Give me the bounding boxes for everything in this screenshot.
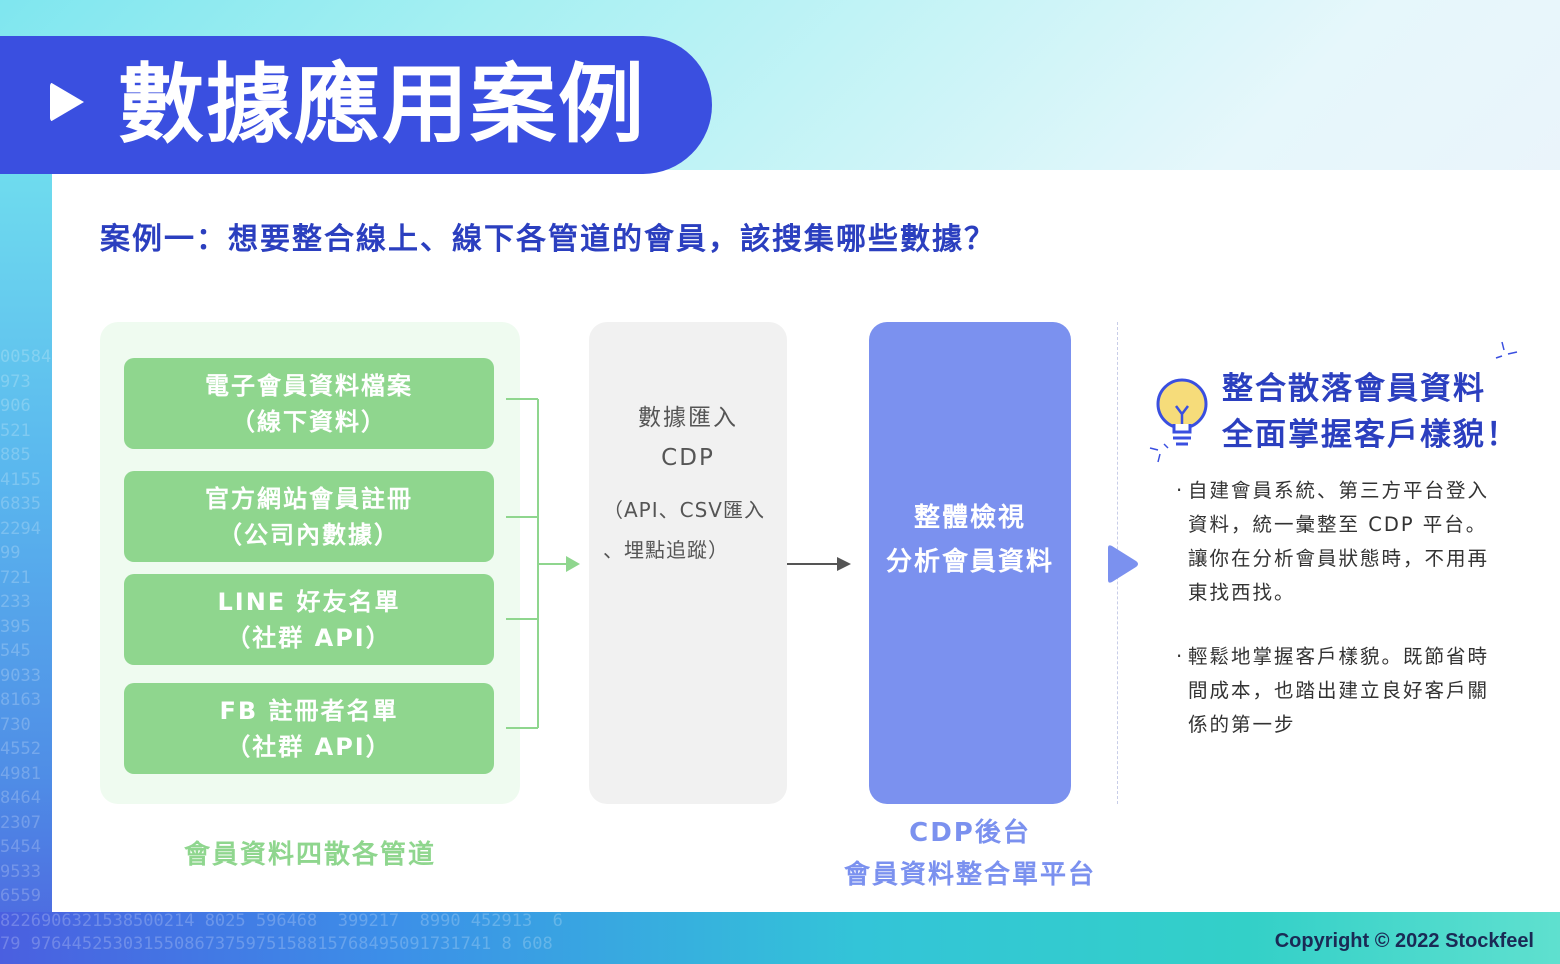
source-box-fb: FB 註冊者名單 （社群 API） bbox=[124, 683, 494, 774]
arrow-right-icon bbox=[837, 557, 851, 571]
source-subtitle: （線下資料） bbox=[231, 407, 387, 436]
bullet-dot: ‧ bbox=[1176, 645, 1185, 668]
import-subtitle-line1: （API、CSV匯入 bbox=[603, 498, 765, 522]
source-title: FB 註冊者名單 bbox=[219, 696, 399, 725]
source-box-offline-file: 電子會員資料檔案 （線下資料） bbox=[124, 358, 494, 449]
import-title-line1: 數據匯入 bbox=[638, 405, 738, 431]
bullet-text: 東找西找。 bbox=[1188, 581, 1296, 604]
play-triangle-icon bbox=[50, 82, 84, 122]
benefit-bullet-1: ‧ 自建會員系統、第三方平台登入 資料，統一彙整至 CDP 平台。 讓你在分析會… bbox=[1176, 474, 1489, 610]
cdp-box-text: 整體檢視 分析會員資料 bbox=[869, 496, 1071, 584]
source-subtitle: （公司內數據） bbox=[218, 520, 400, 549]
benefit-heading-line1: 整合散落會員資料 bbox=[1222, 371, 1486, 407]
left-gradient-band bbox=[0, 170, 52, 930]
background-digits-bottom: 8226906321538500214 8025 596468 399217 8… bbox=[0, 911, 563, 954]
source-box-line: LINE 好友名單 （社群 API） bbox=[124, 574, 494, 665]
bullet-text: 讓你在分析會員狀態時，不用再 bbox=[1188, 547, 1490, 570]
benefit-heading: 整合散落會員資料 全面掌握客戶樣貌！ bbox=[1222, 366, 1519, 458]
benefit-heading-line2: 全面掌握客戶樣貌！ bbox=[1222, 417, 1519, 453]
bullet-dot: ‧ bbox=[1176, 479, 1185, 502]
background-digits-left: 00584 973 906 521 885 4155 6835 2294 99 … bbox=[0, 347, 52, 906]
bullet-text: 係的第一步 bbox=[1188, 713, 1296, 736]
cdp-caption: CDP後台 會員資料整合單平台 bbox=[820, 812, 1120, 896]
bottom-gradient-band bbox=[0, 912, 1560, 964]
source-title: 官方網站會員註冊 bbox=[205, 484, 413, 513]
case-question: 案例一：想要整合線上、線下各管道的會員，該搜集哪些數據？ bbox=[100, 222, 996, 257]
page-title: 數據應用案例 bbox=[118, 55, 646, 155]
lightbulb-icon bbox=[1156, 378, 1208, 446]
bullet-text: 自建會員系統、第三方平台登入 bbox=[1188, 479, 1490, 502]
triangle-arrow-icon bbox=[1108, 545, 1138, 583]
arrow-right-icon bbox=[566, 556, 580, 572]
bullet-text: 間成本，也踏出建立良好客戶關 bbox=[1188, 679, 1490, 702]
cdp-caption-line2: 會員資料整合單平台 bbox=[843, 860, 1096, 890]
import-subtitle-line2: 、埋點追蹤） bbox=[603, 538, 729, 562]
sparkle-icon bbox=[1495, 341, 1518, 359]
import-to-cdp-arrow bbox=[787, 557, 851, 571]
bullet-text: 資料，統一彙整至 CDP 平台。 bbox=[1188, 513, 1488, 536]
cdp-caption-line1: CDP後台 bbox=[909, 818, 1031, 848]
benefit-bullet-2: ‧ 輕鬆地掌握客戶樣貌。既節省時 間成本，也踏出建立良好客戶關 係的第一步 bbox=[1176, 640, 1489, 742]
copyright-text: Copyright © 2022 Stockfeel bbox=[1274, 930, 1534, 952]
source-title: LINE 好友名單 bbox=[217, 587, 401, 616]
import-title-line2: CDP bbox=[661, 445, 715, 471]
import-step-box: 數據匯入 CDP （API、CSV匯入 、埋點追蹤） bbox=[589, 322, 787, 804]
bullet-text: 輕鬆地掌握客戶樣貌。既節省時 bbox=[1188, 645, 1490, 668]
source-subtitle: （社群 API） bbox=[226, 623, 392, 652]
sparkle-icon bbox=[1149, 443, 1169, 463]
title-bar bbox=[0, 36, 712, 174]
source-subtitle: （社群 API） bbox=[226, 732, 392, 761]
sources-bracket-connector bbox=[506, 398, 580, 729]
source-title: 電子會員資料檔案 bbox=[205, 371, 413, 400]
cdp-box-line1: 整體檢視 bbox=[913, 503, 1026, 533]
cdp-box-line2: 分析會員資料 bbox=[885, 547, 1054, 577]
cdp-analysis-box bbox=[869, 322, 1071, 804]
source-box-website: 官方網站會員註冊 （公司內數據） bbox=[124, 471, 494, 562]
sources-caption: 會員資料四散各管道 bbox=[183, 840, 436, 870]
